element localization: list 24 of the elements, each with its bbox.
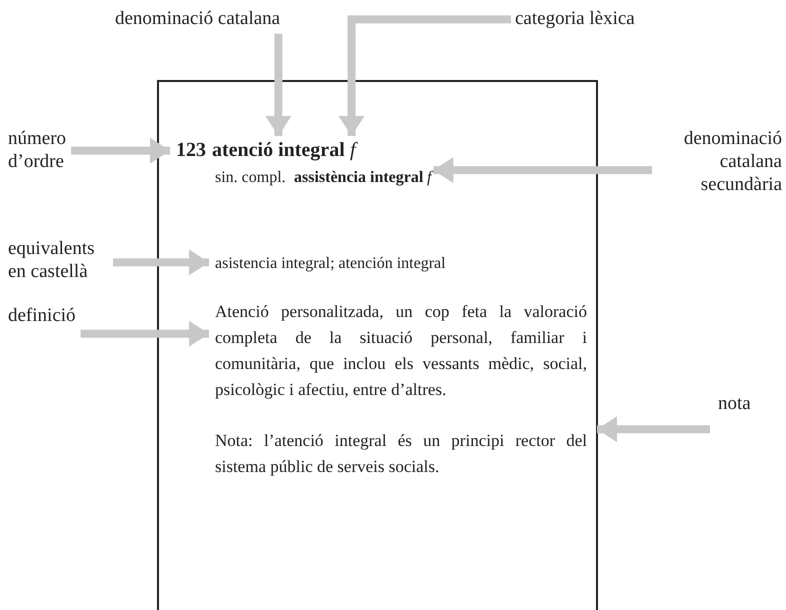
annotation-label: denominació catalana bbox=[115, 8, 280, 31]
arrow bbox=[597, 416, 710, 442]
synonym-term: assistència integral bbox=[294, 169, 424, 187]
arrow bbox=[433, 157, 652, 184]
annotation-label: equivalents en castellà bbox=[8, 238, 108, 284]
grammatical-category: f bbox=[427, 169, 432, 187]
annotation-label: nota bbox=[718, 393, 751, 416]
definition-text: Atenció personalitzada, un cop feta la valoració completa de la situació personal, familiar i comunitària, que inclou els vessants mèdic, social, psicològic i afectiu, entre d’altres. bbox=[215, 299, 587, 403]
annotation-label: definició bbox=[8, 305, 76, 328]
headword: atenció integral bbox=[212, 139, 345, 162]
arrow bbox=[338, 15, 511, 136]
synonym-marker: sin. compl. bbox=[215, 169, 286, 187]
page-frame bbox=[157, 80, 598, 610]
annotation-label: número d’ordre bbox=[8, 128, 66, 174]
annotation-label: categoria lèxica bbox=[515, 8, 635, 31]
annotation-label: denominació catalana secundària bbox=[660, 128, 782, 196]
entry-number: 123 bbox=[176, 139, 206, 162]
grammatical-category: f bbox=[350, 139, 356, 162]
note-text: Nota: l’atenció integral és un principi rector del sistema públic de serveis socials. bbox=[215, 428, 587, 480]
arrow bbox=[265, 34, 292, 136]
arrow bbox=[80, 320, 209, 347]
spanish-equivalents: asistencia integral; atención integral bbox=[215, 255, 446, 273]
arrow bbox=[71, 138, 170, 164]
arrow bbox=[113, 249, 209, 276]
